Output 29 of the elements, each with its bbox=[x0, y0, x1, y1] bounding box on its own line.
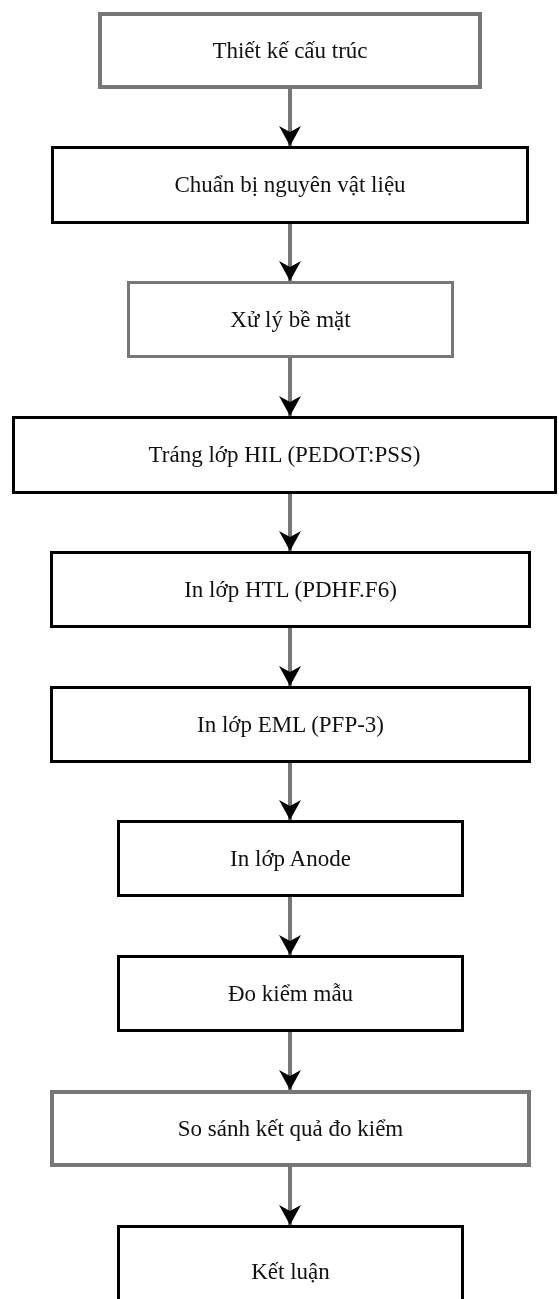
step-label: So sánh kết quả đo kiểm bbox=[177, 1115, 404, 1142]
arrow bbox=[279, 763, 301, 820]
process-box bbox=[98, 12, 482, 89]
step-label: Tráng lớp HIL (PEDOT:PSS) bbox=[148, 442, 421, 468]
step-label: Thiết kế cấu trúc bbox=[212, 37, 368, 64]
process-box bbox=[12, 416, 557, 494]
arrow bbox=[279, 494, 301, 551]
step-label: In lớp EML (PFP-3) bbox=[197, 711, 384, 738]
process-box bbox=[117, 820, 464, 897]
process-box bbox=[127, 281, 454, 358]
process-box bbox=[50, 686, 531, 763]
arrow bbox=[279, 224, 301, 281]
arrow bbox=[279, 1032, 301, 1090]
arrow bbox=[279, 89, 301, 146]
step-label: Kết luận bbox=[251, 1259, 330, 1285]
process-box bbox=[117, 1225, 464, 1299]
process-box bbox=[51, 146, 529, 224]
arrow bbox=[279, 1167, 301, 1225]
arrow bbox=[279, 628, 301, 686]
process-box bbox=[50, 551, 531, 628]
process-box bbox=[50, 1090, 531, 1167]
arrow bbox=[279, 358, 301, 416]
step-label: In lớp HTL (PDHF.F6) bbox=[184, 576, 397, 603]
arrow bbox=[279, 897, 301, 955]
process-box bbox=[117, 955, 464, 1032]
step-label: Xử lý bề mặt bbox=[230, 306, 351, 333]
step-label: Đo kiểm mẫu bbox=[227, 980, 354, 1007]
step-label: Chuẩn bị nguyên vật liệu bbox=[174, 172, 406, 198]
step-label: In lớp Anode bbox=[230, 845, 351, 872]
